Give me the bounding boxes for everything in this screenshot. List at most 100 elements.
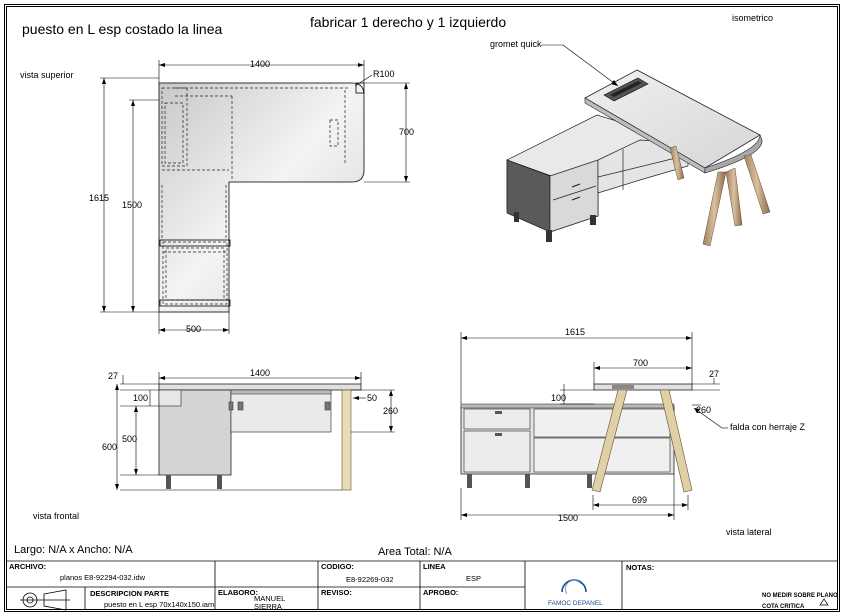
arrow <box>686 336 692 340</box>
front-wood-leg <box>341 389 352 491</box>
side-handle <box>495 411 502 414</box>
arrow <box>682 503 688 507</box>
front-foot <box>217 475 222 489</box>
arrow <box>686 366 692 370</box>
top-view-label: vista superior <box>20 70 74 80</box>
front-drawer-face <box>158 389 182 407</box>
iso-leg-3 <box>725 167 743 227</box>
r100-leader <box>354 74 373 87</box>
tb-descripcion-value: puesto en L esp 70x140x150.iam <box>104 600 215 609</box>
tb-archivo-value: planos E8-92294-032.idw <box>60 573 146 582</box>
arrow <box>404 176 408 182</box>
iso-drawer-handle-1 <box>571 183 581 188</box>
iso-foot <box>590 215 596 225</box>
side-leg-2 <box>659 389 693 493</box>
front-apron <box>230 389 332 395</box>
tb-linea-label: LINEA <box>423 562 446 571</box>
side-desk-top <box>593 383 693 391</box>
isometric-label: isometrico <box>732 13 774 23</box>
gromet-label: gromet quick <box>490 39 542 49</box>
tb-linea-value: ESP <box>466 574 482 583</box>
dim-side-700: 700 <box>633 358 649 368</box>
tb-elaboro-value: MANUEL SIERRA <box>254 594 285 611</box>
arrow <box>159 328 165 332</box>
arrow <box>102 306 106 312</box>
falda-label: falda con herraje Z <box>730 422 806 432</box>
area-summary: Area Total: N/A <box>378 546 452 558</box>
gromet-leader <box>562 44 619 87</box>
dim-top-r100: R100 <box>373 69 395 79</box>
arrow <box>159 376 165 380</box>
front-view-label: vista frontal <box>33 511 80 521</box>
sheet-inner-border <box>6 6 838 610</box>
critical-dim-symbol <box>819 598 829 606</box>
dim-front-1400: 1400 <box>250 368 271 378</box>
side-view-label: vista lateral <box>726 527 772 537</box>
front-bracket <box>228 401 234 411</box>
tb-descripcion-label: DESCRIPCION PARTE <box>90 589 170 598</box>
side-foot <box>467 474 472 488</box>
front-bracket <box>237 401 244 411</box>
tb-notas-label: NOTAS: <box>626 563 655 572</box>
side-handle <box>495 433 502 436</box>
arrow <box>389 426 393 432</box>
falda-leader <box>693 407 723 429</box>
arrow <box>404 83 408 89</box>
arrow <box>115 484 119 490</box>
arrow <box>594 366 600 370</box>
company-name: FAMOC DEPANEL <box>548 600 603 607</box>
tb-note-1: NO MEDIR SOBRE PLANO <box>762 593 838 599</box>
iso-grommet-slot <box>610 81 642 97</box>
iso-shelf-unit <box>597 139 689 194</box>
hidden-drawer-2 <box>164 102 184 164</box>
arrow <box>611 80 618 86</box>
tb-reviso-label: REVISO: <box>321 588 352 597</box>
dim-side-27: 27 <box>709 369 720 379</box>
drawing-title: puesto en L esp costado la linea <box>22 21 223 37</box>
arrow <box>461 513 467 517</box>
dim-top-1500: 1500 <box>122 200 143 210</box>
iso-desk-round-edge <box>704 134 763 174</box>
hidden-leg-bracket <box>329 119 339 147</box>
arrow <box>389 390 393 396</box>
dim-side-260: 260 <box>696 405 712 415</box>
pedestal-bottom-edge <box>159 299 231 307</box>
side-shelf-upper <box>533 408 671 438</box>
side-grommet <box>612 385 634 389</box>
dim-side-100: 100 <box>551 393 567 403</box>
side-foot <box>587 474 592 488</box>
hidden-pedestal <box>162 241 228 305</box>
arrow <box>131 306 135 312</box>
front-bracket <box>324 401 331 411</box>
dim-side-699: 699 <box>632 495 648 505</box>
side-drawer-2 <box>463 430 531 473</box>
iso-drawer-block <box>549 159 599 233</box>
dim-front-100: 100 <box>133 393 149 403</box>
iso-foot <box>546 230 552 242</box>
tb-archivo-label: ARCHIVO: <box>9 562 47 571</box>
iso-leg-1 <box>702 171 727 247</box>
side-drawer-1 <box>463 408 531 430</box>
front-foot <box>166 475 171 489</box>
arrow <box>134 406 138 412</box>
iso-drawer-split <box>552 185 597 201</box>
dim-top-700: 700 <box>399 127 415 137</box>
tb-codigo-value: E8-92269-032 <box>346 575 394 584</box>
dim-top-1615: 1615 <box>89 193 110 203</box>
dim-top-500: 500 <box>186 324 202 334</box>
arrow <box>355 376 361 380</box>
arrow <box>159 63 165 67</box>
arrow <box>694 408 700 413</box>
dim-front-27: 27 <box>108 371 119 381</box>
dim-front-260: 260 <box>383 406 399 416</box>
pedestal-top-edge <box>159 239 231 247</box>
dim-front-600: 600 <box>102 442 118 452</box>
fabrication-note: fabricar 1 derecho y 1 izquierdo <box>310 14 507 30</box>
dim-top-1400: 1400 <box>250 59 271 69</box>
arrow <box>668 513 674 517</box>
